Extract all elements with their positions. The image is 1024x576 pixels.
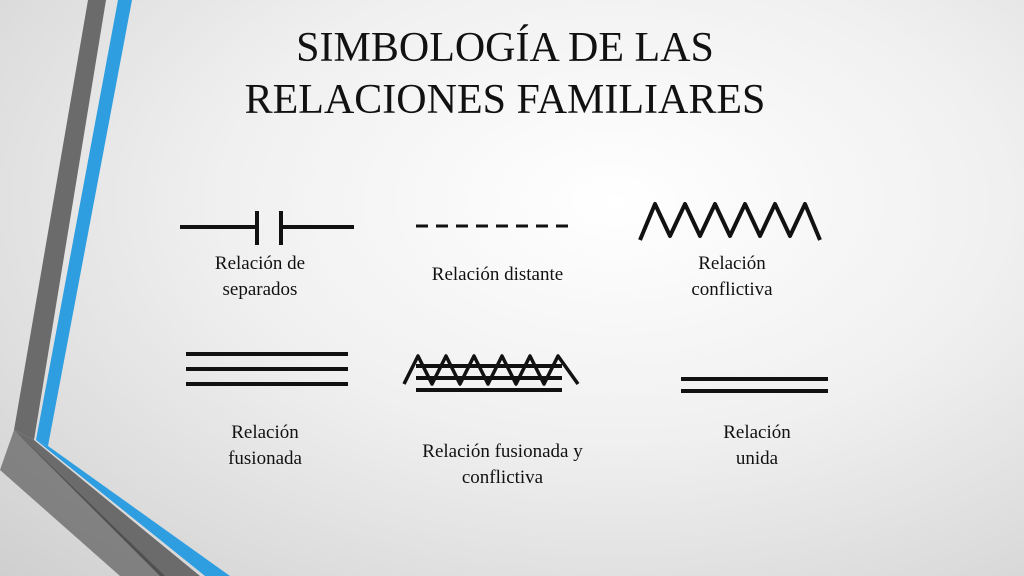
fusionada-symbol: [186, 352, 348, 386]
title-line-2: RELACIONES FAMILIARES: [244, 77, 766, 123]
label-fusionada-conflictiva: Relación fusionada y conflictiva: [422, 441, 583, 488]
dark-wedge: [0, 430, 165, 576]
gray-bar-top: [14, 0, 106, 440]
conflictiva-symbol: [638, 202, 822, 241]
title-line-1: SIMBOLOGÍA DE LAS: [296, 25, 714, 71]
label-unida: Relación unida: [723, 422, 791, 469]
page-title: SIMBOLOGÍA DE LAS RELACIONES FAMILIARES: [150, 22, 860, 126]
label-separados: Relación de separados: [214, 253, 306, 300]
blue-bar-top: [36, 0, 132, 446]
blue-bar-bottom: [36, 440, 230, 576]
label-fusionada: Relación fusionada: [228, 422, 302, 469]
label-conflictiva: Relación conflictiva: [691, 253, 773, 300]
separados-symbol: [180, 211, 354, 245]
label-distante: Relación distante: [431, 264, 564, 285]
gray-bar-bottom: [14, 430, 200, 576]
unida-symbol: [681, 377, 828, 393]
fusionada-conflictiva-symbol: [402, 354, 580, 392]
